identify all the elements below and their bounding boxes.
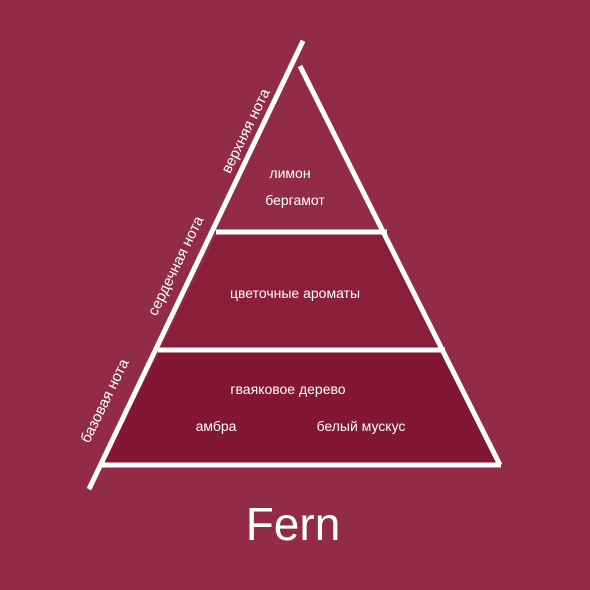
fragrance-title: Fern [246,498,341,550]
top-note-bergamot: бергамот [265,192,325,208]
base-note-amber: амбра [196,418,237,434]
right-edge-line [297,64,503,467]
left-edge-line [86,39,306,491]
base-tier [102,350,500,465]
middle-tier [160,232,443,350]
top-note-lemon: лимон [269,165,310,181]
base-note-guaiac-wood: гваяковое дерево [230,381,345,397]
base-note-white-musk: белый мускус [317,418,406,434]
top-tier [218,66,385,232]
middle-note-floral: цветочные ароматы [230,285,360,301]
